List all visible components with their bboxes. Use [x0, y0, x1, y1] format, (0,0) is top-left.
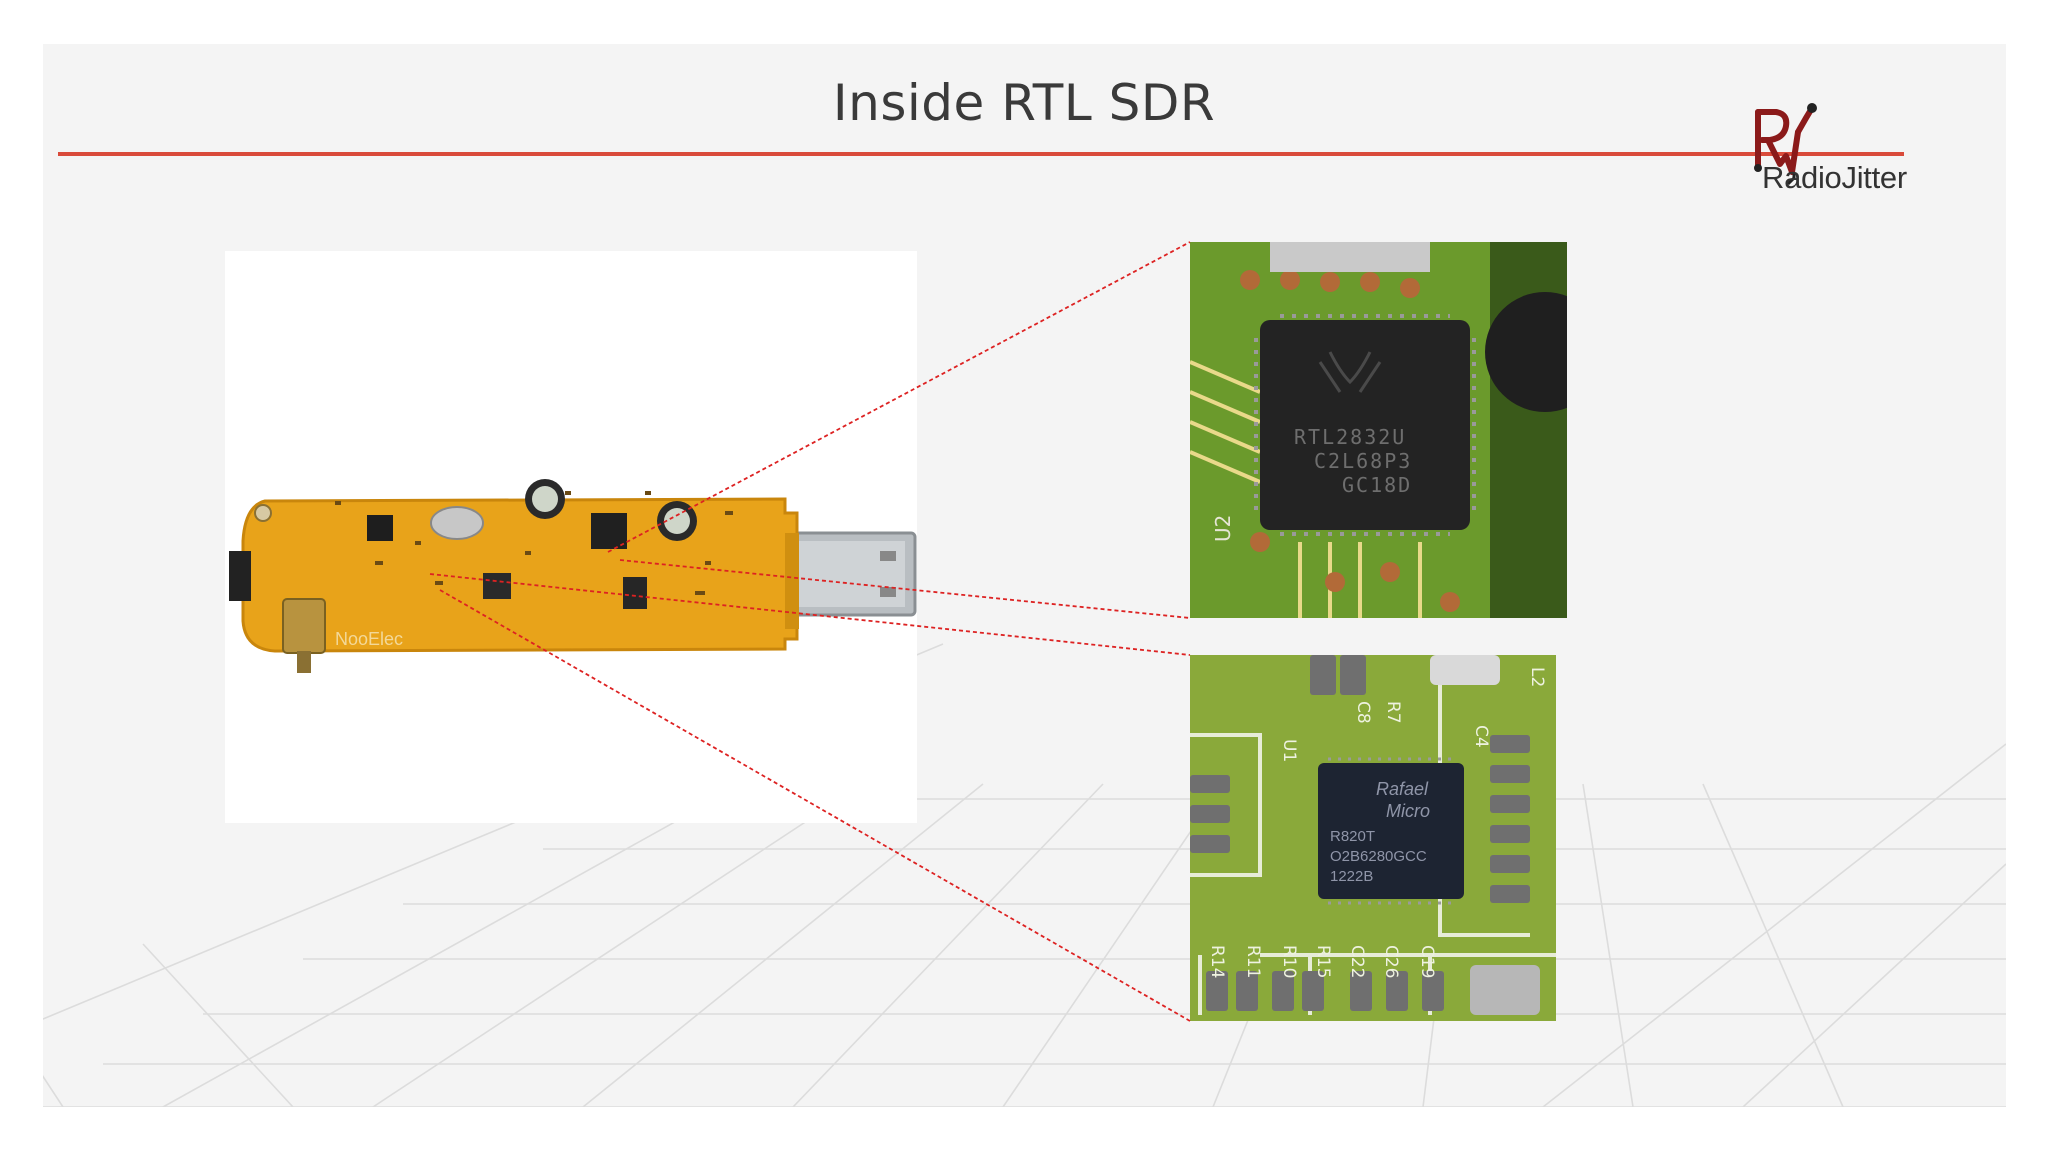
chip-date-code: 1222B	[1330, 868, 1373, 885]
chip-part-number: R820T	[1330, 828, 1375, 845]
board-brand-text: NooElec	[335, 629, 403, 649]
rtl2832u-closeup: RTL2832U C2L68P3 GC18D U2	[1190, 242, 1567, 618]
silkscreen-r14: R14	[1207, 945, 1227, 978]
radiojitter-logo	[1754, 103, 1817, 186]
chip-line-3: GC18D	[1342, 473, 1412, 497]
silkscreen-c8: C8	[1353, 701, 1373, 724]
rtl-sdr-board-photo: NooElec	[229, 479, 917, 673]
chip-brand-line-2: Micro	[1386, 801, 1430, 821]
silkscreen-c4: C4	[1471, 725, 1491, 748]
rtl-sdr-board-photo-panel: NooElec	[225, 251, 917, 823]
r820t-closeup: Rafael Micro R820T O2B6280GCC 1222B R14 …	[1190, 655, 1556, 1021]
silkscreen-r11: R11	[1243, 945, 1263, 978]
slide-title: Inside RTL SDR	[832, 74, 1216, 132]
silkscreen-r15: R15	[1313, 945, 1333, 978]
silkscreen-r10: R10	[1279, 945, 1299, 978]
silkscreen-c26: C26	[1381, 945, 1401, 979]
logo-wordmark: RadioJitter	[1762, 160, 1907, 195]
silkscreen-l2: L2	[1527, 667, 1547, 687]
chip-line-1: RTL2832U	[1294, 425, 1406, 449]
silkscreen-c22: C22	[1347, 945, 1367, 979]
silkscreen-r7: R7	[1383, 701, 1403, 724]
chip-lot-code: O2B6280GCC	[1330, 848, 1427, 865]
title-divider	[58, 152, 1904, 156]
chip-brand-line-1: Rafael	[1376, 779, 1429, 799]
chip-line-2: C2L68P3	[1314, 449, 1412, 473]
silkscreen-u1: U1	[1279, 739, 1299, 762]
board-silkscreen-u2: U2	[1211, 515, 1235, 542]
silkscreen-c19: C19	[1417, 945, 1437, 979]
